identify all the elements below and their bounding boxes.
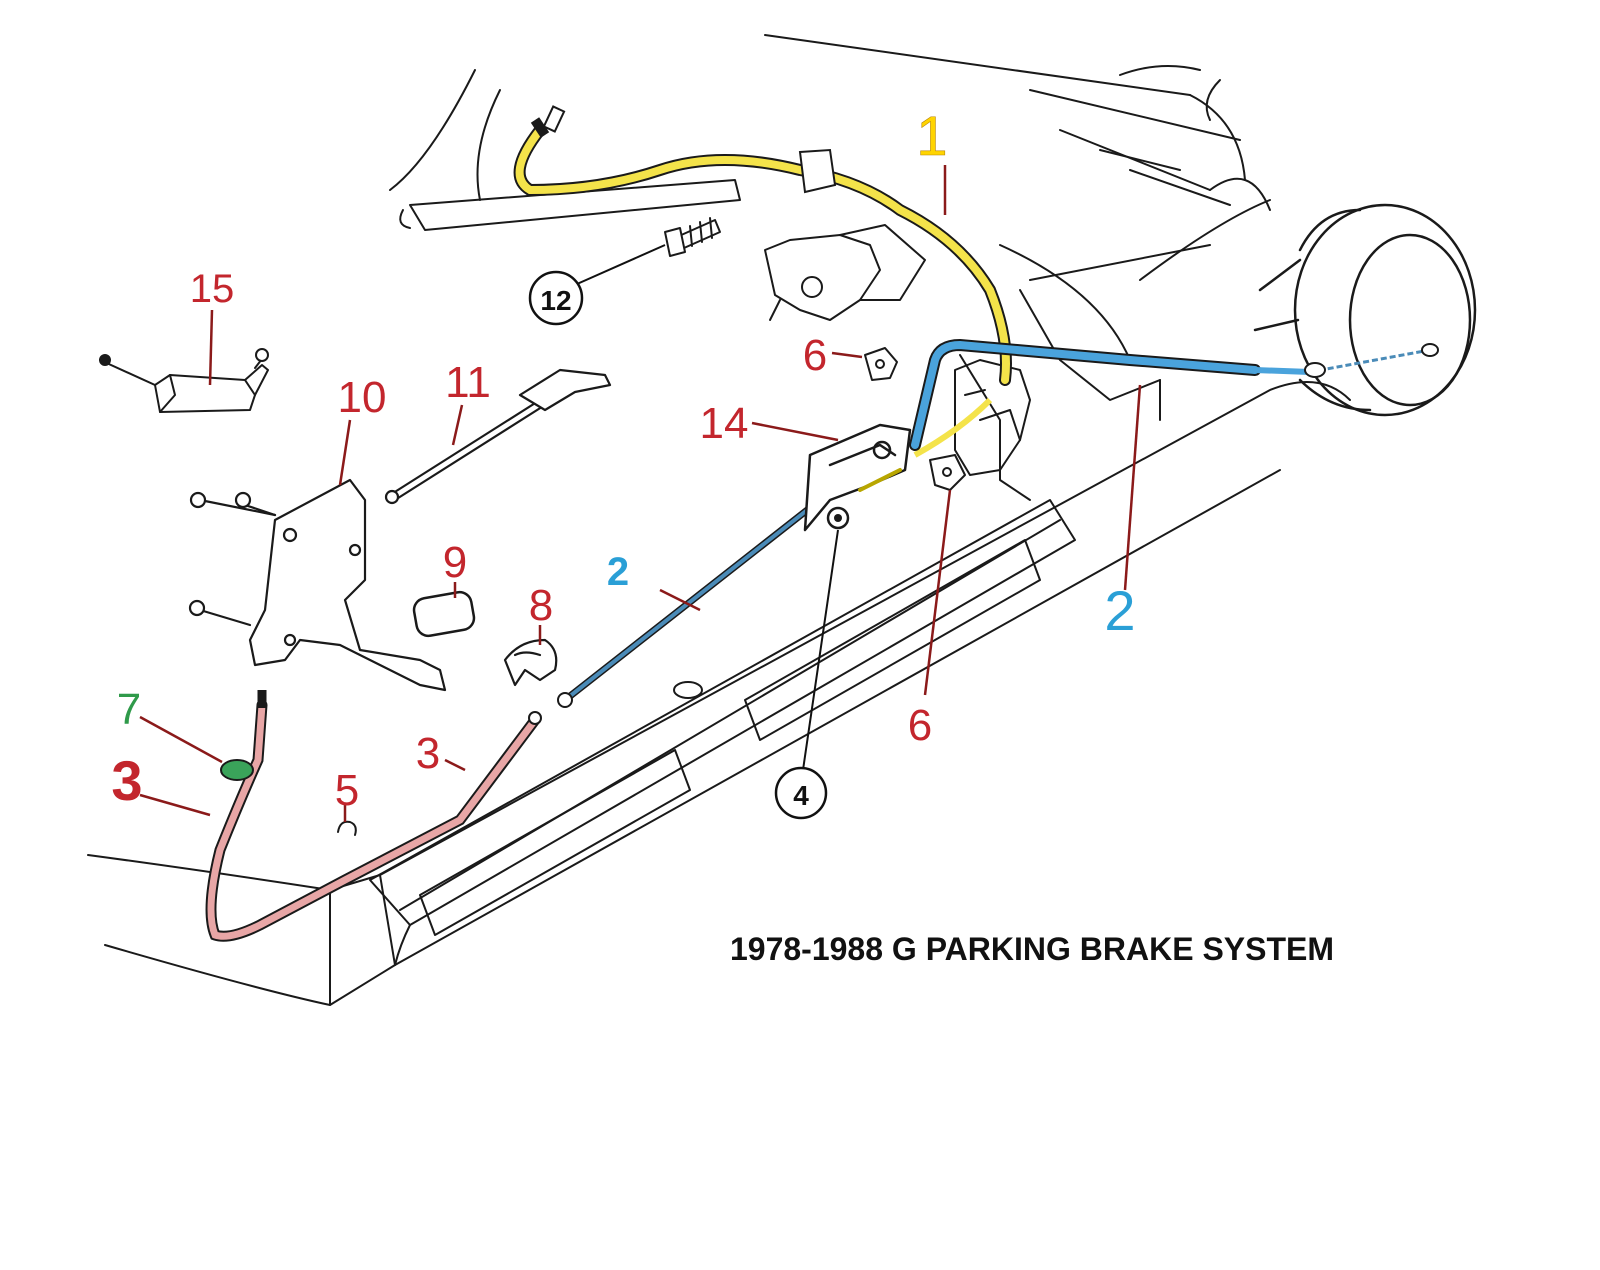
callout-11: 11 [445, 358, 491, 407]
nut-4 [826, 506, 850, 530]
front-cable-3 [205, 690, 542, 942]
differential-housing [764, 224, 926, 321]
clip-8 [503, 638, 558, 687]
callout-4: 4 [793, 780, 809, 811]
callout-9: 9 [443, 538, 467, 587]
clip-6-upper [864, 347, 898, 381]
clip-6-lower [929, 454, 966, 491]
callout-15: 15 [190, 267, 235, 311]
callout-1: 1 [916, 104, 947, 167]
grommet-9 [412, 590, 476, 638]
callout-12: 12 [540, 285, 571, 316]
callout-10: 10 [338, 373, 387, 422]
bolt-12 [664, 217, 721, 257]
front-cable-1 [513, 105, 1012, 458]
callout-2-right: 2 [1104, 579, 1135, 642]
callout-4-circle: 4 [774, 766, 828, 820]
diagram-title: 1978-1988 G PARKING BRAKE SYSTEM [730, 931, 1334, 967]
leader-lines [139, 165, 1142, 822]
callout-7: 7 [117, 685, 141, 734]
callout-3-small: 3 [416, 729, 440, 778]
control-bracket-10 [188, 478, 447, 692]
clip-5 [337, 820, 357, 836]
lever-rod-11 [384, 368, 612, 505]
callout-2-left: 2 [607, 550, 629, 594]
callout-12-circle: 12 [528, 270, 584, 326]
callout-6-upper: 6 [803, 331, 827, 380]
vehicle-body-outline [87, 34, 1351, 1006]
callout-14: 14 [700, 399, 749, 448]
callout-3-large: 3 [111, 749, 142, 812]
rear-cable-2-right [909, 338, 1439, 451]
rear-cable-2-loose [557, 496, 824, 708]
cable-lock-15 [99, 348, 269, 413]
callout-6-lower: 6 [908, 701, 932, 750]
cable-bracket-14 [803, 423, 912, 532]
callout-5: 5 [335, 766, 359, 815]
brake-drum [1253, 203, 1477, 417]
equalizer-bracket [954, 359, 1031, 476]
callout-8: 8 [529, 581, 553, 630]
